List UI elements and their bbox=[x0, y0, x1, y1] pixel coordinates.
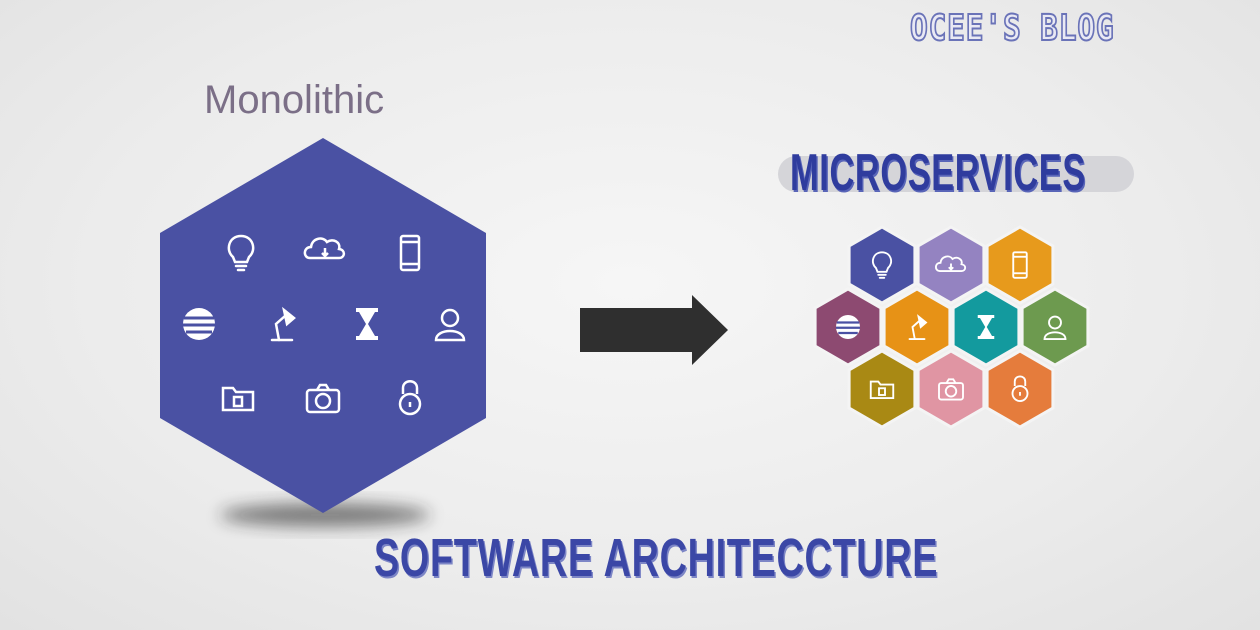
microservice-hexagon bbox=[916, 349, 986, 429]
microservice-hexagon bbox=[985, 225, 1055, 305]
microservice-hexagon bbox=[1020, 287, 1090, 367]
blog-brand: OCEE'S BLOG bbox=[909, 7, 1115, 50]
footer-title: SOFTWARE ARCHITECCTURE bbox=[374, 528, 939, 588]
transition-arrow bbox=[580, 295, 728, 365]
monolith-hexagon bbox=[160, 138, 486, 513]
globe-icon bbox=[834, 313, 862, 341]
microservice-hexagon bbox=[985, 349, 1055, 429]
microservices-title: MICROSERVICES bbox=[790, 144, 1086, 202]
microservice-hexagon bbox=[847, 225, 917, 305]
microservice-hexagon bbox=[882, 287, 952, 367]
monolithic-title: Monolithic bbox=[204, 78, 385, 122]
monolith-shadow bbox=[220, 503, 430, 527]
microservices-cluster bbox=[813, 225, 1090, 429]
microservices-title-background bbox=[778, 156, 1134, 192]
globe-icon bbox=[181, 306, 217, 342]
